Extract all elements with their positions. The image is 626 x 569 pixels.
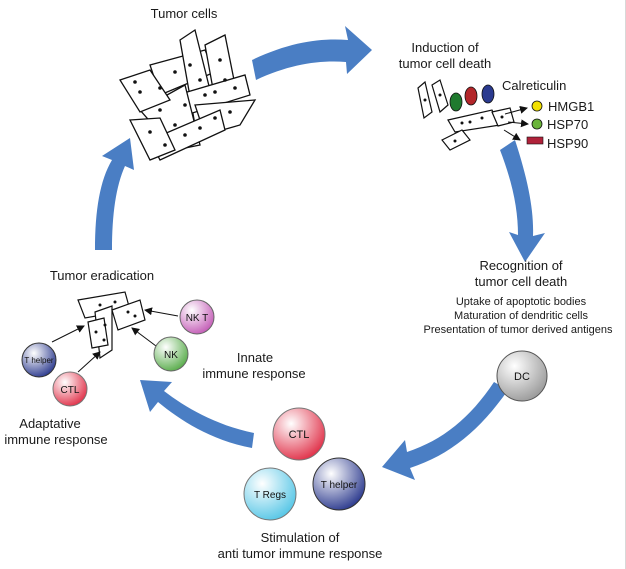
tumor-cell-cluster <box>119 28 257 161</box>
dc-cell-label: DC <box>514 371 530 383</box>
hmgb1-arrow <box>504 105 528 115</box>
ctl-cell-stimulation <box>272 407 326 461</box>
arrow-top <box>252 26 372 80</box>
tumor-cell-nuclei <box>133 58 237 147</box>
nkt-label: NK T <box>186 313 209 324</box>
arrow-right <box>500 140 545 262</box>
nk-label: NK <box>164 350 178 361</box>
t-regs-label: T Regs <box>254 490 286 501</box>
adaptative-title-line1: Adaptative <box>19 416 81 431</box>
nk-cell <box>153 336 189 372</box>
recognition-step-3: Presentation of tumor derived antigens <box>423 324 613 336</box>
stimulation-title-line1: Stimulation of <box>260 530 340 545</box>
t-helper-cell-adaptative <box>21 342 57 378</box>
nkt-cell <box>179 299 215 335</box>
hmgb1-marker <box>531 100 543 112</box>
recognition-step-1: Uptake of apoptotic bodies <box>455 296 587 308</box>
eradicated-cell-dots <box>94 300 137 342</box>
ctl-label-adaptative: CTL <box>61 385 80 396</box>
eradicated-tumor-cells <box>77 291 146 360</box>
arrow-bottom-right <box>382 382 508 480</box>
hsp70-arrow <box>507 119 529 128</box>
recognition-title-line2: tumor cell death <box>474 274 568 289</box>
arrow-bottom-left <box>140 380 254 448</box>
hmgb1-label: HMGB1 <box>548 99 595 114</box>
calreticulin-blue <box>481 84 495 104</box>
hsp90-arrow <box>503 129 521 141</box>
induction-title-line1: Induction of <box>411 40 479 55</box>
innate-title-line1: Innate <box>236 350 274 365</box>
attack-arrows <box>51 307 179 373</box>
ctl-label-stimulation: CTL <box>289 429 310 441</box>
calreticulin-label: Calreticulin <box>502 78 567 93</box>
cycle-arrows <box>95 26 545 480</box>
innate-title-line2: immune response <box>202 366 306 381</box>
hsp90-marker <box>526 136 544 145</box>
calreticulin-green <box>449 92 463 112</box>
t-helper-cell-stimulation <box>312 457 366 511</box>
recognition-title-line1: Recognition of <box>479 258 563 273</box>
hsp70-label: HSP70 <box>547 117 589 132</box>
arrow-left <box>95 138 134 250</box>
dc-cell <box>496 350 548 402</box>
eradication-title: Tumor eradication <box>49 268 155 283</box>
induction-title-line2: tumor cell death <box>398 56 492 71</box>
tumor-cells-title: Tumor cells <box>150 6 218 21</box>
recognition-step-2: Maturation of dendritic cells <box>454 310 588 322</box>
stimulation-title-line2: anti tumor immune response <box>217 546 383 561</box>
hsp90-label: HSP90 <box>547 136 589 151</box>
t-regs-cell <box>243 467 297 521</box>
hsp70-marker <box>531 118 543 130</box>
t-helper-label-stimulation: T helper <box>321 480 358 491</box>
calreticulin-red <box>464 86 478 106</box>
adaptative-title-line2: immune response <box>4 432 108 447</box>
t-helper-label-adaptative: T helper <box>24 356 54 365</box>
dying-cell-dots <box>423 93 504 143</box>
ctl-cell-adaptative <box>52 371 88 407</box>
